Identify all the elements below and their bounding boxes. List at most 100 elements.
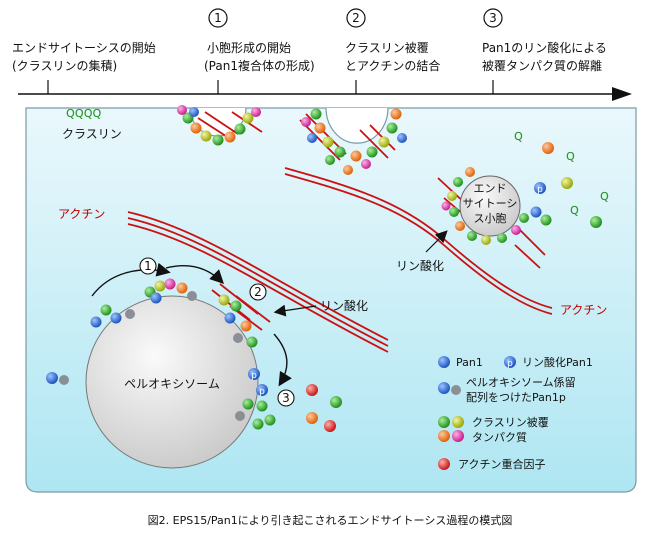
- coat-ball: [590, 216, 602, 228]
- stage3-number-circle: [483, 8, 503, 28]
- endocytic-vesicle: エンド サイトーシ ス小胞 p: [441, 167, 546, 245]
- legend-phospho-pan1-icon: [504, 356, 516, 368]
- coat-ball: [378, 136, 390, 148]
- phospho-label-mid: リン酸化: [396, 258, 444, 273]
- membrane-pit-2: [325, 107, 389, 144]
- legend-coat-green-icon: [438, 416, 450, 428]
- dissociated-coat: ꞯ ꞯ ꞯ ꞯ: [514, 128, 609, 228]
- coat-ball: [350, 150, 362, 162]
- actin-factor-ball: [306, 384, 318, 396]
- step1-arrow-a: [91, 262, 171, 297]
- step3-arrow: [273, 333, 292, 387]
- step1-arrow-b: [165, 264, 224, 284]
- peroxisome-label: ペルオキシソーム: [124, 377, 220, 391]
- actin-strand-left-2: [127, 217, 389, 347]
- coat-ball: [343, 165, 353, 175]
- vesicle-body: [459, 175, 521, 237]
- coat-ball: [212, 134, 224, 146]
- clathrin-glyph: ꞯ: [514, 128, 523, 144]
- coat-ball: [306, 412, 318, 424]
- actin-label-left: アクチン: [58, 207, 105, 221]
- coat-ball: [218, 294, 230, 306]
- coat-ball: [314, 122, 326, 134]
- coat-ball: [542, 142, 554, 154]
- legend-actin-factor: アクチン重合因子: [458, 457, 545, 471]
- coat-ball: [561, 177, 573, 189]
- free-retention-seq: [59, 375, 69, 385]
- coat-ball: [465, 167, 475, 177]
- phospho-pan1: [256, 384, 268, 396]
- coat-ball: [252, 418, 264, 430]
- coat-ball: [361, 159, 371, 169]
- timeline-arrowhead: [612, 87, 632, 101]
- stage2-line1: クラスリン被覆: [345, 41, 429, 55]
- phospho-annotation-mid: リン酸化: [396, 230, 448, 273]
- stage2-number-circle: [346, 8, 366, 28]
- actin-label-right: アクチン: [560, 303, 607, 317]
- phospho-pan1: [248, 368, 260, 380]
- coat-ball: [310, 108, 322, 120]
- coat-ball: [100, 304, 112, 316]
- actin-strand-left-1: [127, 211, 389, 341]
- stage1-number-circle: [208, 8, 228, 28]
- peroxisome-group: ペルオキシソーム p p 1: [46, 257, 368, 469]
- stage1-number: 1: [214, 11, 222, 25]
- actin-strand-left-3: [127, 223, 389, 353]
- retention-seq: [187, 291, 197, 301]
- phospho-arrow-peroxisome: [273, 304, 317, 317]
- phospho-p-glyph: p: [259, 387, 265, 397]
- legend-phospho-pan1: リン酸化Pan1: [522, 355, 593, 369]
- step2-circle: [249, 283, 267, 301]
- coat-ball: [497, 233, 507, 243]
- vesicle-label-3: ス小胞: [474, 212, 507, 225]
- coat-ball: [511, 225, 521, 235]
- legend-pan1-icon: [438, 356, 450, 368]
- retention-seq: [233, 333, 243, 343]
- legend-coat-magenta-icon: [452, 430, 464, 442]
- stage0-line1: エンドサイトーシスの開始: [12, 41, 156, 55]
- phospho-label-peroxisome: リン酸化: [320, 298, 368, 313]
- peroxisome-body: [85, 295, 259, 469]
- pan1-ball: [110, 312, 122, 324]
- legend-retention-1: ペルオキシソーム係留: [466, 376, 576, 389]
- coat-ball: [240, 320, 252, 332]
- coat-ball: [251, 107, 261, 117]
- coat-ball: [330, 396, 342, 408]
- step2-number: 2: [254, 285, 262, 299]
- coat-ball: [519, 213, 529, 223]
- coat-ball: [164, 278, 176, 290]
- pan1-ball: [530, 206, 542, 218]
- clathrin-glyph: ꞯ: [570, 202, 579, 218]
- coat-ball: [390, 108, 402, 120]
- pan1-ball: [397, 133, 407, 143]
- coat-ball: [242, 112, 254, 124]
- coat-ball: [242, 398, 254, 410]
- coat-ball: [447, 191, 457, 201]
- clathrin-key: ꞯꞯꞯꞯ クラスリン: [62, 105, 122, 141]
- coat-ball: [264, 414, 276, 426]
- coat-ball: [176, 282, 188, 294]
- actin-strand-right-2: [284, 173, 553, 315]
- coat-ball: [301, 117, 311, 127]
- coat-ball: [246, 336, 258, 348]
- free-pan1: [46, 372, 58, 384]
- figure-caption: 図2. EPS15/Pan1により引き起こされるエンドサイトーシス過程の模式図: [148, 513, 513, 527]
- coat-ball: [224, 131, 236, 143]
- coat-ball: [154, 280, 166, 292]
- legend: Pan1 p リン酸化Pan1 ペルオキシソーム係留 配列をつけたPan1p ク…: [438, 355, 593, 471]
- coat-ball: [325, 155, 335, 165]
- actin-bundle-pit-2: [299, 113, 396, 161]
- retention-seq: [235, 411, 245, 421]
- stage1-line1: 小胞形成の開始: [207, 41, 291, 55]
- legend-coat-orange-icon: [438, 430, 450, 442]
- stage2-number: 2: [352, 11, 360, 25]
- step3-number: 3: [282, 391, 290, 405]
- vesicle-label-1: エンド: [474, 182, 507, 195]
- stage3-number: 3: [489, 11, 497, 25]
- clathrin-glyph: ꞯ: [566, 148, 575, 164]
- clathrin-glyph: ꞯ: [600, 188, 609, 204]
- pit1-coat: [177, 105, 261, 146]
- actin-factor-ball: [324, 420, 336, 432]
- clathrin-triskelion-glyph: ꞯꞯꞯꞯ: [66, 105, 102, 121]
